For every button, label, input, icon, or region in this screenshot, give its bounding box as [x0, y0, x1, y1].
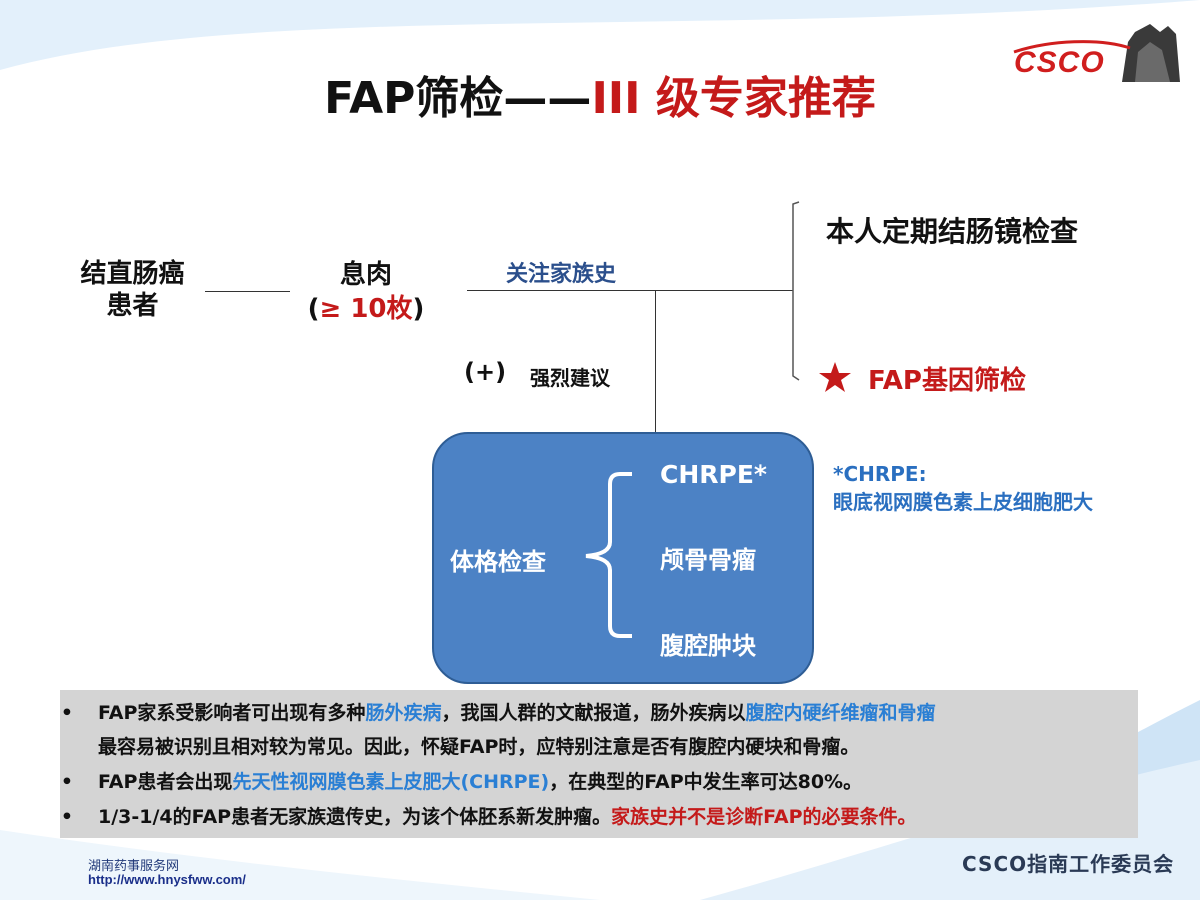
- patient-line1: 结直肠癌: [80, 259, 185, 289]
- branch-bracket: [792, 201, 800, 381]
- footer-site-name: 湖南药事服务网: [88, 859, 180, 874]
- footnote-line2: 眼底视网膜色素上皮细胞肥大: [833, 490, 1093, 514]
- positive-sign: (+): [464, 358, 507, 386]
- note-2-text: FAP患者会出现先天性视网膜色素上皮肥大(CHRPE)，在典型的FAP中发生率可…: [98, 767, 862, 797]
- polyp-close-paren: ): [412, 294, 425, 324]
- note-1-c: ，我国人群的文献报道，肠外疾病以: [441, 702, 746, 724]
- gene-screening-label: FAP基因筛检: [868, 366, 1026, 396]
- polyp-line1: 息肉: [339, 260, 392, 290]
- connector-patient-polyp: [205, 291, 290, 292]
- page-title: FAP筛检——III 级专家推荐: [0, 62, 1200, 126]
- exam-item-chrpe: CHRPE*: [660, 460, 767, 489]
- csco-logo-graphic: [1013, 24, 1180, 82]
- exam-item-abdominal-mass: 腹腔肿块: [660, 632, 756, 660]
- note-1-e: 最容易被识别且相对较为常见。因此，怀疑FAP时，应特别注意是否有腹腔内硬块和骨瘤…: [98, 736, 860, 758]
- exam-item-skull-osteoma: 颅骨骨瘤: [660, 546, 756, 574]
- strong-recommend-label: 强烈建议: [530, 366, 610, 390]
- chrpe-footnote: *CHRPE: 眼底视网膜色素上皮细胞肥大: [833, 460, 1093, 516]
- physical-exam-label: 体格检查: [450, 548, 546, 576]
- csco-logo-text: CSCO: [1014, 46, 1105, 79]
- bullet-1: •: [60, 702, 74, 724]
- title-red-part: III 级专家推荐: [591, 73, 876, 124]
- bullet-3: •: [60, 806, 74, 828]
- note-1-d: 腹腔内硬纤维瘤和骨瘤: [745, 702, 936, 724]
- notes-panel: • FAP家系受影响者可出现有多种肠外疾病，我国人群的文献报道，肠外疾病以腹腔内…: [60, 690, 1138, 838]
- patient-label: 结直肠癌 患者: [70, 258, 195, 322]
- connector-vertical-to-box: [655, 290, 656, 432]
- footnote-line1: *CHRPE:: [833, 462, 927, 486]
- note-3-b: 家族史并不是诊断FAP的必要条件。: [611, 806, 917, 828]
- bullet-2: •: [60, 771, 74, 793]
- note-2-a: FAP患者会出现: [98, 771, 233, 793]
- polyp-open-paren: (: [307, 294, 320, 324]
- note-1-a: FAP家系受影响者可出现有多种: [98, 702, 366, 724]
- patient-line2: 患者: [106, 291, 159, 321]
- polyp-label: 息肉 (≥ 10枚): [296, 258, 436, 326]
- family-history-label: 关注家族史: [506, 262, 617, 287]
- footer-committee: CSCO指南工作委员会: [962, 852, 1175, 876]
- star-icon: [819, 362, 851, 392]
- note-2-c: ，在典型的FAP中发生率可达80%。: [549, 771, 863, 793]
- polyp-line2: (≥ 10枚): [296, 292, 436, 326]
- note-2-b: 先天性视网膜色素上皮肥大(CHRPE): [232, 771, 550, 793]
- colonoscopy-label: 本人定期结肠镜检查: [826, 215, 1079, 248]
- note-3-text: 1/3-1/4的FAP患者无家族遗传史，为该个体胚系新发肿瘤。家族史并不是诊断F…: [98, 802, 917, 832]
- polyp-count: ≥ 10枚: [319, 294, 413, 324]
- footer-site-url[interactable]: http://www.hnysfww.com/: [88, 872, 246, 887]
- note-1-text: FAP家系受影响者可出现有多种肠外疾病，我国人群的文献报道，肠外疾病以腹腔内硬纤…: [98, 698, 935, 728]
- exam-brace: [585, 472, 632, 638]
- title-black-part: FAP筛检——: [324, 73, 592, 124]
- note-1-b: 肠外疾病: [365, 702, 442, 724]
- connector-main-horizontal: [467, 290, 793, 291]
- note-3-a: 1/3-1/4的FAP患者无家族遗传史，为该个体胚系新发肿瘤。: [98, 806, 612, 828]
